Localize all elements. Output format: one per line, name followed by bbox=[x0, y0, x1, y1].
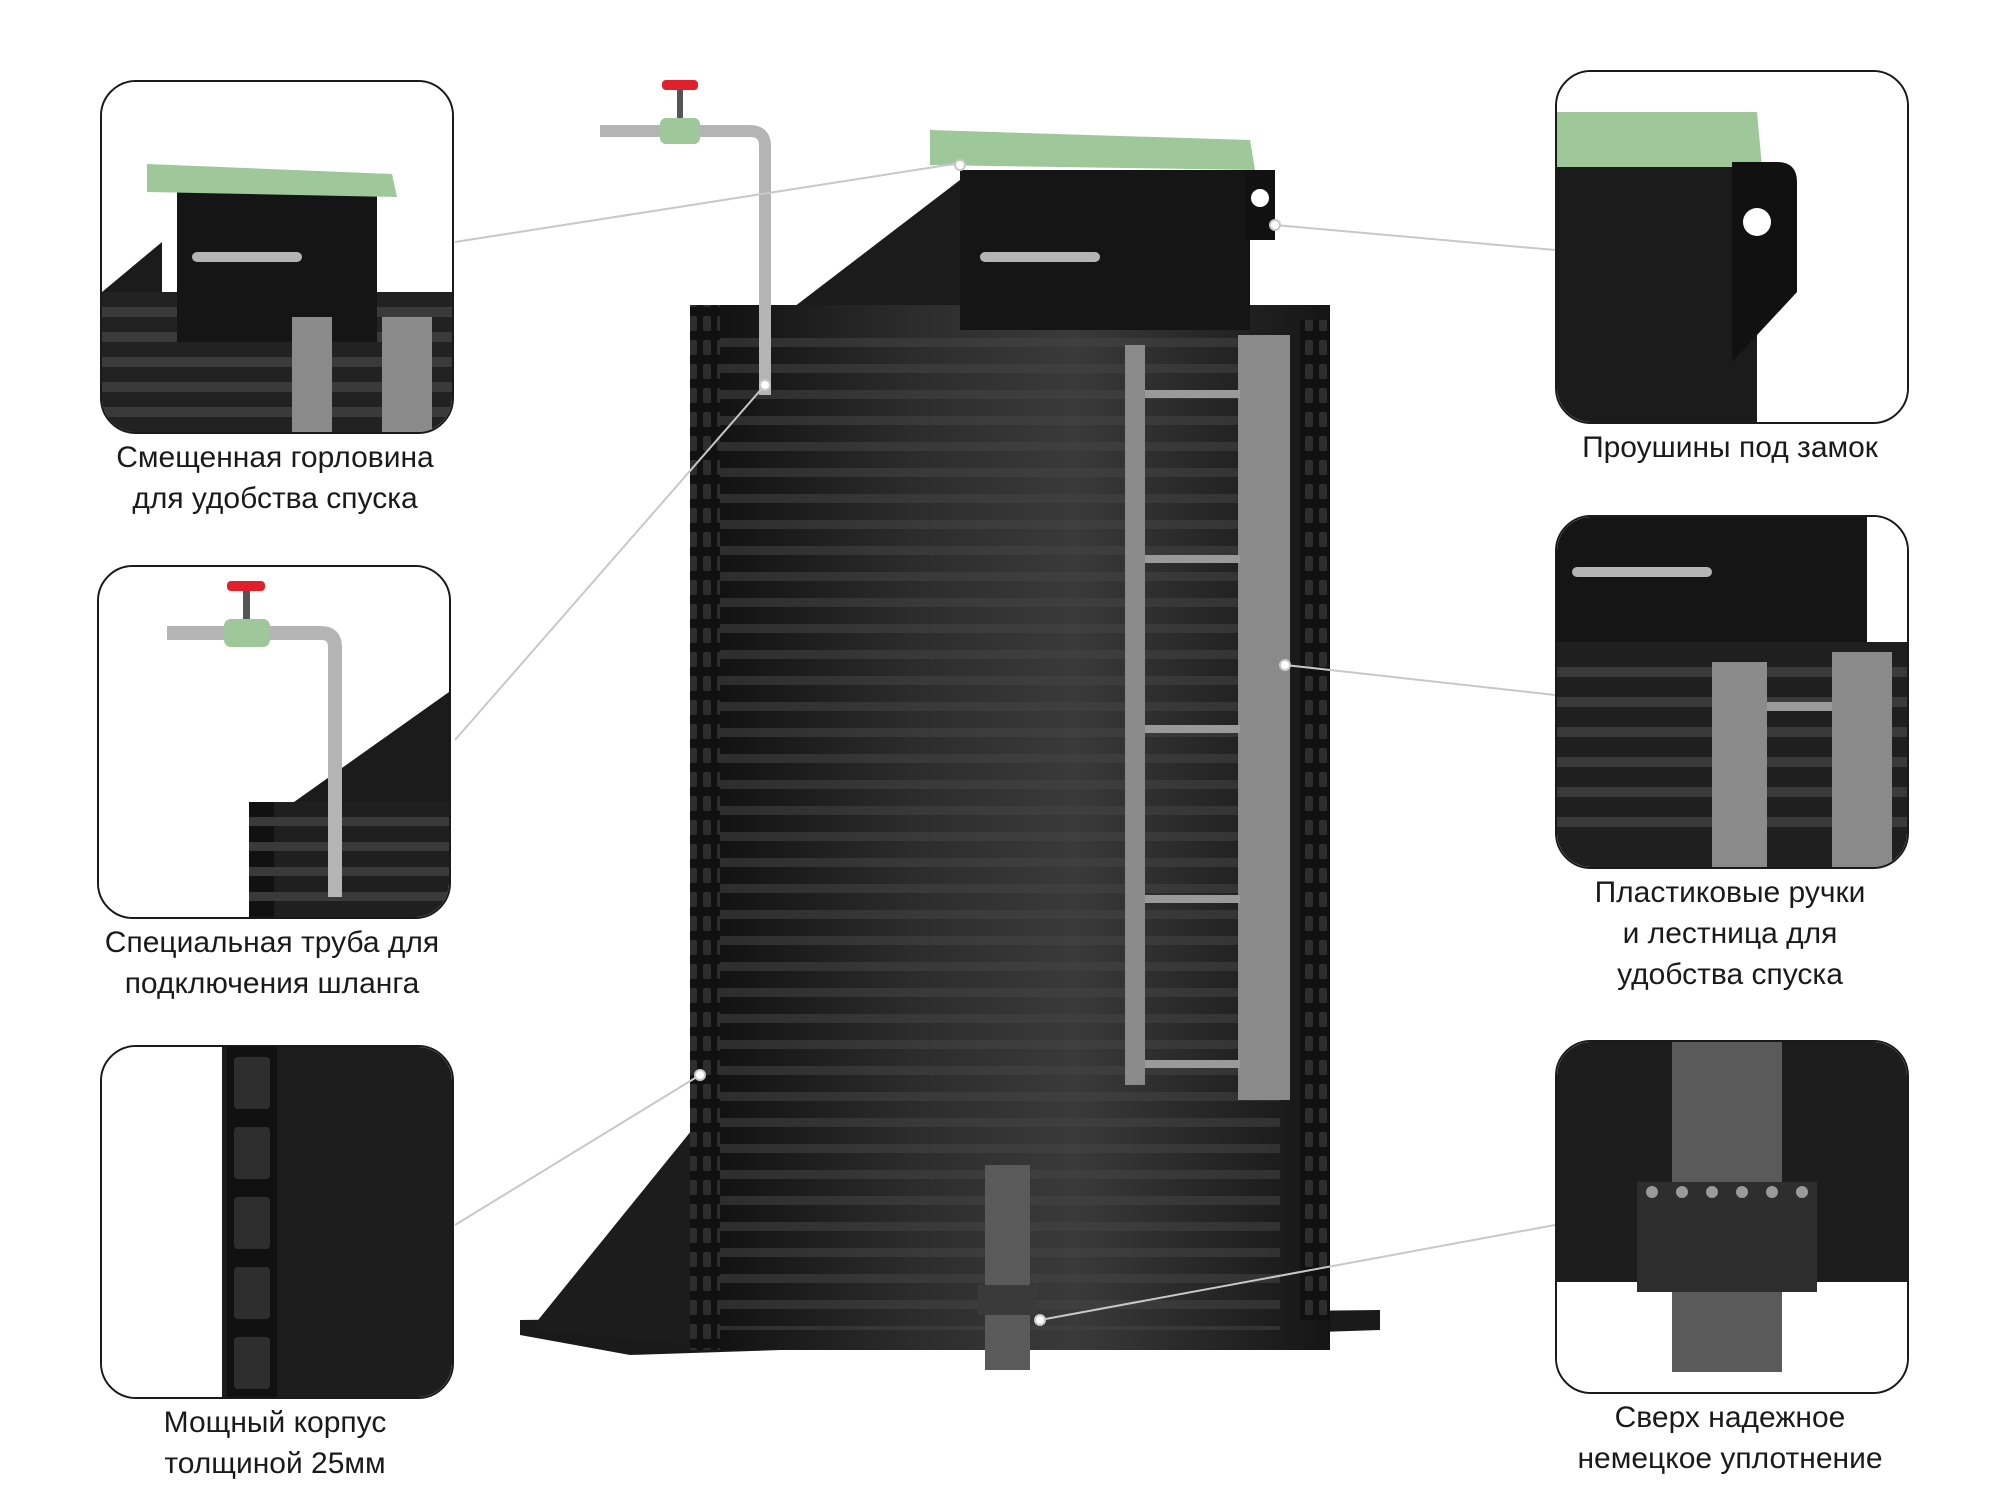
caption-neck: Смещенная горловина для удобства спуска bbox=[60, 437, 490, 519]
callout-seal-image bbox=[1555, 1040, 1909, 1394]
caption-seal-line1: Сверх надежное bbox=[1614, 1401, 1846, 1434]
callout-neck-image bbox=[100, 80, 454, 434]
leader-dot bbox=[1034, 1314, 1046, 1326]
hose-pipe bbox=[600, 125, 771, 395]
callout-lock-image bbox=[1555, 70, 1909, 424]
wall-section-closeup-icon bbox=[102, 1047, 452, 1397]
hose-pipe-closeup-icon bbox=[99, 567, 449, 917]
outlet-pipe bbox=[985, 1165, 1030, 1370]
caption-body: Мощный корпус толщиной 25мм bbox=[60, 1402, 490, 1484]
callout-pipe-image bbox=[97, 565, 451, 919]
caption-seal-line2: немецкое уплотнение bbox=[1577, 1442, 1883, 1475]
caption-pipe: Специальная труба для подключения шланга bbox=[57, 922, 487, 1004]
leader-line-pipe bbox=[454, 384, 766, 741]
leader-line-seal bbox=[1039, 1224, 1556, 1321]
seal-flange-closeup-icon bbox=[1557, 1042, 1907, 1392]
tank-wall-edge-left bbox=[690, 305, 720, 1350]
leader-line-ladder bbox=[1284, 664, 1556, 696]
outlet-seal bbox=[978, 1285, 1038, 1315]
caption-ladder-line1: Пластиковые ручки bbox=[1594, 876, 1866, 909]
caption-ladder: Пластиковые ручки и лестница для удобств… bbox=[1515, 872, 1945, 995]
caption-neck-line2: для удобства спуска bbox=[132, 482, 418, 515]
neck-inner-handle bbox=[980, 252, 1100, 262]
leader-dot bbox=[954, 159, 966, 171]
leader-dot bbox=[694, 1069, 706, 1081]
callout-ladder-image bbox=[1555, 515, 1909, 869]
caption-ladder-line2: и лестница для bbox=[1622, 917, 1838, 950]
tank-wall-edge-right bbox=[1300, 320, 1330, 1320]
tank-shoulder bbox=[790, 180, 980, 320]
valve-handle bbox=[662, 80, 698, 90]
leader-line-lock bbox=[1274, 224, 1556, 251]
ladder-rung bbox=[1145, 895, 1240, 903]
ladder-rung bbox=[1145, 390, 1240, 398]
ladder-handles-closeup-icon bbox=[1557, 517, 1907, 867]
hose-pipe-coupling bbox=[660, 118, 700, 144]
tank-lid bbox=[930, 130, 1255, 170]
ladder-rung bbox=[1145, 725, 1240, 733]
caption-pipe-line1: Специальная труба для bbox=[104, 926, 440, 959]
ladder-rung bbox=[1145, 1060, 1240, 1068]
tank-support-fin bbox=[530, 1120, 700, 1345]
lock-eyelet-closeup-icon bbox=[1557, 72, 1907, 422]
ladder-rung bbox=[1145, 555, 1240, 563]
caption-lock: Проушины под замок bbox=[1515, 427, 1945, 468]
leader-line-neck bbox=[454, 162, 961, 243]
caption-body-line1: Мощный корпус bbox=[163, 1406, 387, 1439]
leader-dot bbox=[1279, 659, 1291, 671]
caption-ladder-line3: удобства спуска bbox=[1617, 958, 1843, 991]
callout-body-image bbox=[100, 1045, 454, 1399]
ladder-rail-right bbox=[1238, 335, 1290, 1100]
tank-ribs bbox=[720, 330, 1280, 1330]
leader-line-body bbox=[454, 1074, 701, 1226]
valve-stem bbox=[677, 88, 683, 118]
caption-body-line2: толщиной 25мм bbox=[164, 1447, 386, 1480]
caption-pipe-line2: подключения шланга bbox=[124, 967, 420, 1000]
caption-seal: Сверх надежное немецкое уплотнение bbox=[1515, 1397, 1945, 1479]
lock-eyelet bbox=[1251, 189, 1269, 207]
caption-neck-line1: Смещенная горловина bbox=[116, 441, 434, 474]
leader-dot bbox=[1269, 219, 1281, 231]
offset-neck-closeup-icon bbox=[102, 82, 452, 432]
ladder-rail-left bbox=[1125, 345, 1145, 1085]
tank-neck bbox=[960, 170, 1250, 330]
leader-dot bbox=[759, 379, 771, 391]
caption-lock-line1: Проушины под замок bbox=[1582, 431, 1878, 464]
